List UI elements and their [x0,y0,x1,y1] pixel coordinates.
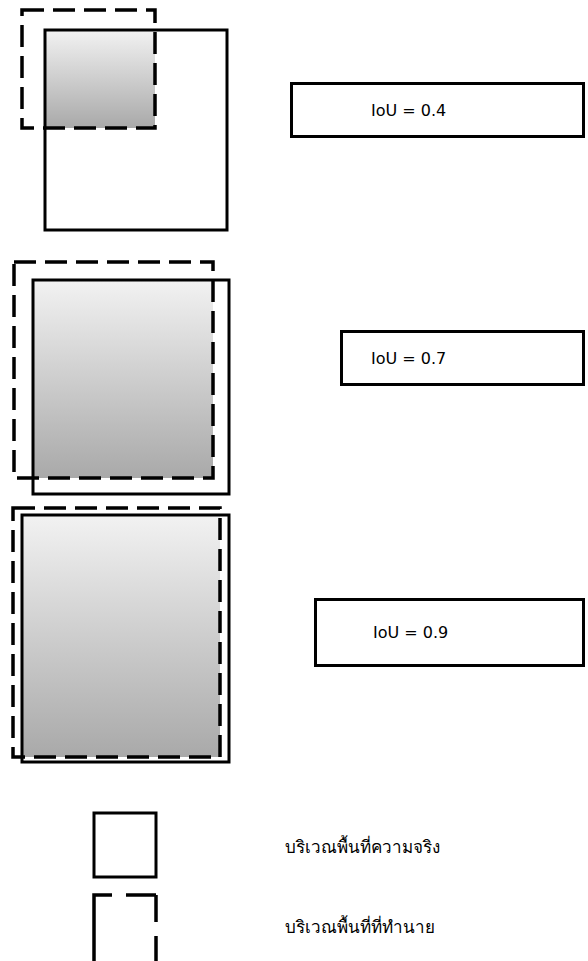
iou-example-mid [14,262,229,494]
legend-label: บริเวณพื้นที่ที่ทำนาย [285,913,435,940]
legend-solid-sample [94,813,156,877]
iou-value-box: IoU = 0.4 [290,82,585,138]
iou-example-high [13,508,229,762]
overlap-area [22,515,220,757]
iou-example-low [22,10,227,230]
legend-dashed-sample [94,895,156,961]
iou-value: IoU = 0.7 [371,349,446,368]
legend-label: บริเวณพื้นที่ความจริง [285,833,440,860]
overlap-area [45,30,155,128]
iou-value-box: IoU = 0.7 [340,330,585,386]
iou-value: IoU = 0.9 [373,623,448,642]
iou-value: IoU = 0.4 [371,101,446,120]
overlap-area [33,280,213,478]
ground-truth-box [22,515,229,762]
predicted-box [22,10,155,128]
iou-value-box: IoU = 0.9 [314,598,585,667]
ground-truth-box [33,280,229,494]
predicted-box [14,262,213,478]
ground-truth-box [45,30,227,230]
predicted-box [13,508,220,757]
